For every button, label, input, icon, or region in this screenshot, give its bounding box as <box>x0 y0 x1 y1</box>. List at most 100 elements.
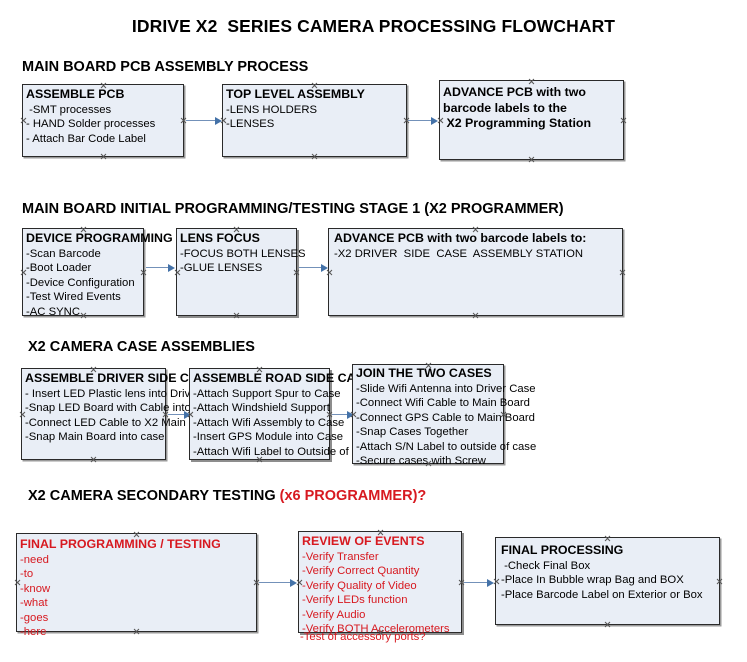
box-line: -FOCUS BOTH LENSES <box>180 247 306 260</box>
box-line: -Connect GPS Cable to Main Board <box>356 411 535 424</box>
arrow-head-icon <box>431 116 438 125</box>
box-line: -Verify LEDs function <box>302 594 408 607</box>
box-line: -here <box>20 626 47 639</box>
box-line: -GLUE LENSES <box>180 262 263 275</box>
box-title: TOP LEVEL ASSEMBLY <box>226 87 365 101</box>
box-line: -AC SYNC <box>26 305 80 318</box>
box-final-programming-testing[interactable]: FINAL PROGRAMMING / TESTING -need -to -k… <box>16 533 257 638</box>
box-line: -Attach Support Spur to Case <box>193 387 341 400</box>
box-line: -Place In Bubble wrap Bag and BOX <box>501 574 684 587</box>
section-heading-3: X2 CAMERA CASE ASSEMBLIES <box>28 339 255 355</box>
section-heading-1: MAIN BOARD PCB ASSEMBLY PROCESS <box>22 59 309 75</box>
section-heading-4-text: X2 CAMERA SECONDARY TESTING <box>28 488 280 504</box>
arrow-review-to-final-processing <box>464 578 494 587</box>
box-line: -need <box>20 553 49 566</box>
resize-handle-bottom[interactable] <box>90 456 97 463</box>
section-heading-4: X2 CAMERA SECONDARY TESTING (x6 PROGRAMM… <box>28 488 426 504</box>
box-title: JOIN THE TWO CASES <box>356 366 492 380</box>
box-content: DEVICE PROGRAMMING -Scan Barcode -Boot L… <box>23 229 173 319</box>
box-line: barcode labels to the <box>443 100 567 115</box>
box-line: -Verify Correct Quantity <box>302 565 420 578</box>
arrow-head-icon <box>215 116 222 125</box>
box-assemble-driver-side-case[interactable]: ASSEMBLE DRIVER SIDE CASE - Insert LED P… <box>21 368 230 463</box>
box-device-programming[interactable]: DEVICE PROGRAMMING -Scan Barcode -Boot L… <box>22 228 173 319</box>
resize-handle-bottom[interactable] <box>311 153 318 160</box>
box-line: -Insert GPS Module into Case <box>193 431 344 444</box>
section-heading-4-accent: (x6 PROGRAMMER)? <box>279 488 427 504</box>
resize-handle-bottom[interactable] <box>100 153 107 160</box>
box-top-level-assembly[interactable]: TOP LEVEL ASSEMBLY -LENS HOLDERS -LENSES <box>222 84 407 157</box>
box-advance-pcb-driver-side-station[interactable]: ADVANCE PCB with two barcode labels to: … <box>328 228 623 316</box>
box-lens-focus[interactable]: LENS FOCUS -FOCUS BOTH LENSES -GLUE LENS… <box>176 228 306 319</box>
document-title: IDRIVE X2 SERIES CAMERA PROCESSING FLOWC… <box>131 16 616 36</box>
arrow-top-level-to-advance <box>408 116 438 125</box>
box-line: -Secure cases with Screw <box>356 455 486 468</box>
box-join-the-two-cases[interactable]: JOIN THE TWO CASES -Slide Wifi Antenna i… <box>352 364 536 467</box>
arrow-head-icon <box>321 263 328 272</box>
box-title: ASSEMBLE DRIVER SIDE CASE <box>25 371 215 385</box>
box-line: - Attach Bar Code Label <box>26 132 146 145</box>
box-final-processing[interactable]: FINAL PROCESSING -Check Final Box -Place… <box>495 537 720 625</box>
box-line: -know <box>20 582 51 595</box>
arrow-head-icon <box>168 263 175 272</box>
box-content: ASSEMBLE ROAD SIDE CASE -Attach Support … <box>190 369 379 459</box>
box-line: -Attach Wifi Assembly to Case <box>193 416 345 429</box>
box-advance-pcb-programming-station[interactable]: ADVANCE PCB with two barcode labels to t… <box>439 80 624 160</box>
box-line: -Attach S/N Label to outside of case <box>356 440 537 453</box>
box-line: -Snap LED Board with Cable into Case <box>25 402 221 415</box>
box-title: FINAL PROGRAMMING / TESTING <box>20 537 221 551</box>
box-content: ADVANCE PCB with two barcode labels to t… <box>440 81 623 131</box>
arrow-device-programming-to-lens-focus <box>146 263 175 272</box>
box-line: -Check Final Box <box>501 559 591 572</box>
box-title: ASSEMBLE ROAD SIDE CASE <box>193 371 372 385</box>
box-line: -SMT processes <box>26 103 112 116</box>
section-heading-2: MAIN BOARD INITIAL PROGRAMMING/TESTING S… <box>22 201 564 217</box>
box-line: -Verify Audio <box>302 608 366 621</box>
box-line: -X2 DRIVER SIDE CASE ASSEMBLY STATION <box>334 247 584 260</box>
box-line: -Attach Wifi Label to Outside of Case <box>193 445 379 458</box>
arrow-head-icon <box>290 578 297 587</box>
box-line: -LENSES <box>226 118 275 131</box>
box-line: -Connect Wifi Cable to Main Board <box>356 397 530 410</box>
box-content: TOP LEVEL ASSEMBLY -LENS HOLDERS -LENSES <box>223 85 406 132</box>
box-content: FINAL PROCESSING -Check Final Box -Place… <box>496 538 719 602</box>
box-content: ADVANCE PCB with two barcode labels to: … <box>329 229 622 261</box>
box-review-overflow-line: -Test of accessory ports? <box>300 631 426 643</box>
box-line: - HAND Solder processes <box>26 118 156 131</box>
box-line: -LENS HOLDERS <box>226 103 318 116</box>
resize-handle-bottom[interactable] <box>604 621 611 628</box>
box-review-of-events[interactable]: REVIEW OF EVENTS -Verify Transfer -Verif… <box>298 531 462 635</box>
box-line: -Attach Windshield Support <box>193 402 330 415</box>
box-content: LENS FOCUS -FOCUS BOTH LENSES -GLUE LENS… <box>177 229 306 276</box>
box-line: -to <box>20 568 34 581</box>
box-line: -Boot Loader <box>26 262 92 275</box>
resize-handle-bottom[interactable] <box>233 312 240 319</box>
arrow-final-programming-to-review <box>259 578 297 587</box>
resize-handle-right[interactable] <box>619 269 626 276</box>
box-content: REVIEW OF EVENTS -Verify Transfer -Verif… <box>299 532 461 637</box>
resize-handle-bottom[interactable] <box>472 312 479 319</box>
box-line: -Slide Wifi Antenna into Driver Case <box>356 382 536 395</box>
box-line: - Insert LED Plastic lens into Driver Ca… <box>25 387 230 400</box>
arrow-head-icon <box>487 578 494 587</box>
box-line: -Snap Main Board into case <box>25 431 165 444</box>
box-title: LENS FOCUS <box>180 231 260 245</box>
box-title: ASSEMBLE PCB <box>26 87 125 101</box>
box-assemble-road-side-case[interactable]: ASSEMBLE ROAD SIDE CASE -Attach Support … <box>189 368 379 460</box>
box-line: -goes <box>20 611 49 624</box>
arrow-lens-focus-to-advance <box>299 263 328 272</box>
box-line: -Connect LED Cable to X2 Main Board <box>25 416 220 429</box>
box-content: JOIN THE TWO CASES -Slide Wifi Antenna i… <box>353 365 537 469</box>
box-assemble-pcb[interactable]: ASSEMBLE PCB -SMT processes - HAND Solde… <box>22 84 184 157</box>
box-line: -Verify Quality of Video <box>302 579 417 592</box>
box-title: REVIEW OF EVENTS <box>302 534 425 548</box>
box-line: -Place Barcode Label on Exterior or Box <box>501 588 703 601</box>
box-content: FINAL PROGRAMMING / TESTING -need -to -k… <box>17 534 256 640</box>
resize-handle-left[interactable] <box>326 269 333 276</box>
box-line: -Verify BOTH Accelerometers <box>302 623 450 636</box>
resize-handle-bottom[interactable] <box>528 156 535 163</box>
arrow-pcb-to-top-level <box>186 116 222 125</box>
box-title: FINAL PROCESSING <box>501 543 624 557</box>
box-title: ADVANCE PCB with two <box>443 85 586 99</box>
